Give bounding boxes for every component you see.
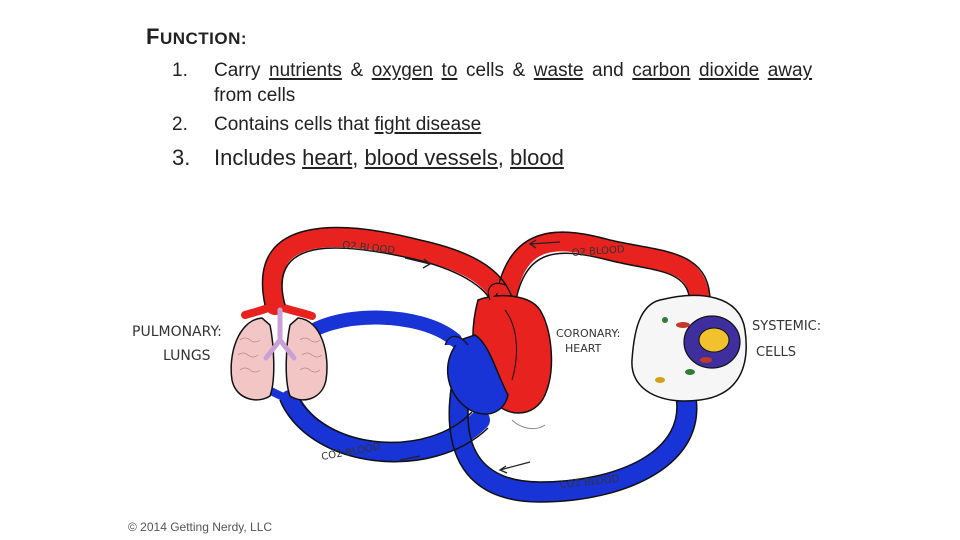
- list-item: 3. Includes heart, blood vessels, blood: [172, 145, 564, 170]
- page-title: FUNCTION:: [146, 24, 248, 49]
- cells-label: CELLS: [756, 345, 796, 360]
- copyright-text: © 2014 Getting Nerdy, LLC: [128, 520, 273, 534]
- heart-label: HEART: [565, 342, 602, 355]
- systemic-label: SYSTEMIC:: [752, 319, 821, 334]
- coronary-label: CORONARY:: [556, 327, 620, 340]
- systemic-cells: [631, 294, 747, 402]
- function-list: 1. Carry nutrients & oxygen to cells & w…: [172, 58, 812, 173]
- o2-blood-label-right: O2 BLOOD: [571, 244, 625, 259]
- heart: [444, 282, 553, 430]
- lungs-label: LUNGS: [163, 348, 211, 364]
- red-vessel-outlines: [261, 226, 711, 311]
- flow-arrows: [399, 239, 561, 474]
- list-item: 1. Carry nutrients & oxygen to cells & w…: [172, 60, 813, 106]
- pulmonary-label: PULMONARY:: [132, 324, 222, 340]
- list-item: 2. Contains cells that fight disease: [172, 114, 482, 135]
- lungs: [230, 307, 328, 401]
